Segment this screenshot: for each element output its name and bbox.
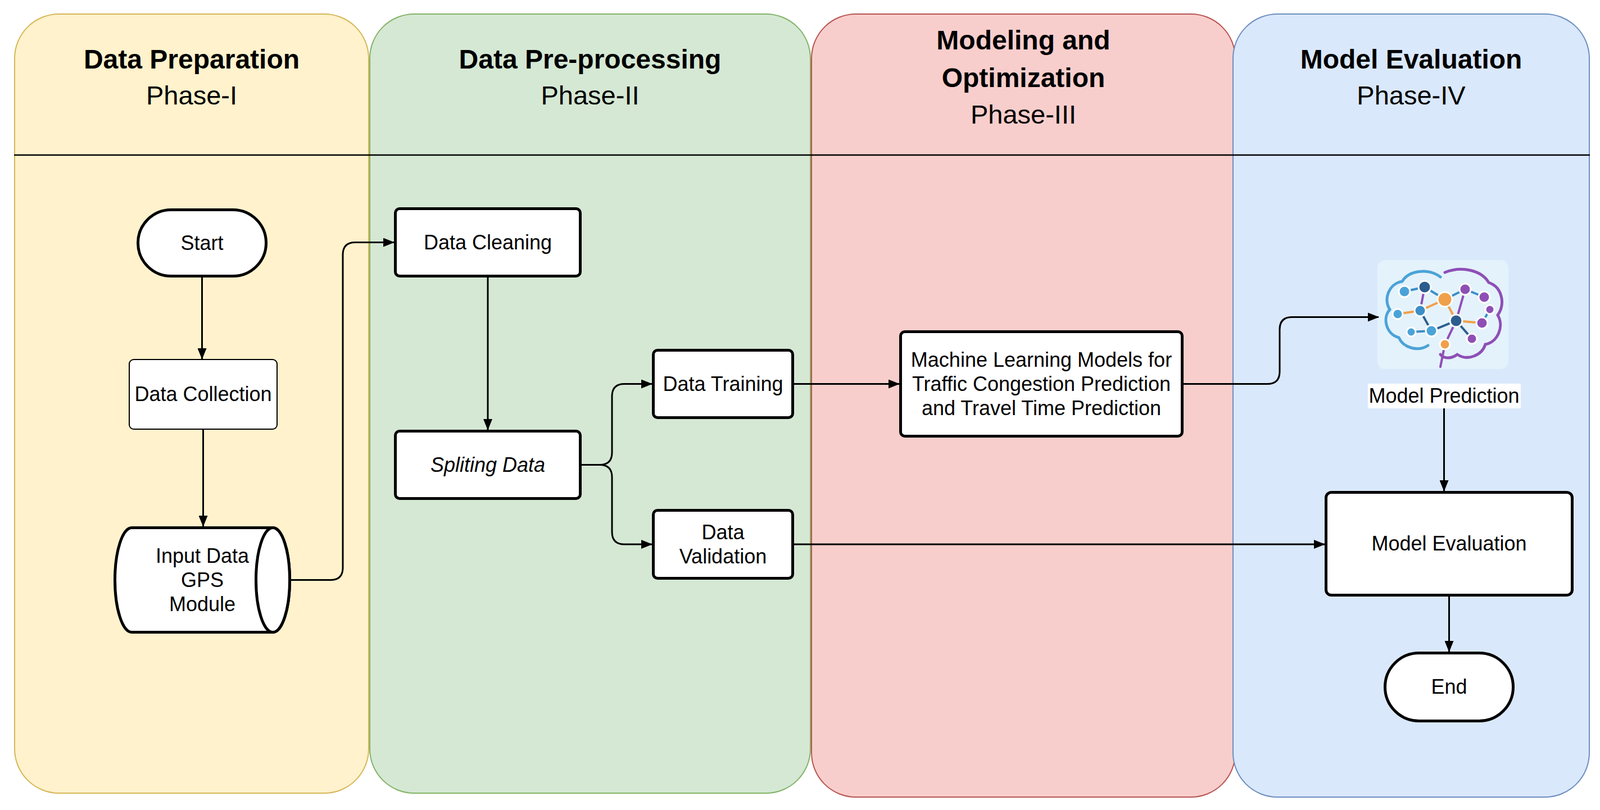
phase-label: Phase-II — [540, 78, 639, 113]
node-label: Start — [180, 230, 224, 256]
node-label: Data Validation — [667, 520, 780, 569]
node-label: Input Data GPS Module — [146, 544, 259, 618]
model-box: Machine Learning Models for Traffic Cong… — [899, 330, 1184, 438]
swimlane: Data PreparationPhase-I StartData Collect… — [14, 13, 370, 795]
start-terminator: Start — [136, 208, 268, 278]
swimlane: Model EvaluationPhase-IVModel Prediction… — [1232, 13, 1590, 799]
data-store-cylinder: Input Data GPS Module — [113, 526, 292, 634]
cylinder-text-area: Input Data GPS Module — [113, 526, 275, 634]
lane-header: Data Pre-processingPhase-II — [370, 14, 810, 139]
lane-header: Modeling and OptimizationPhase-III — [812, 14, 1235, 139]
swimlane: Modeling and OptimizationPhase-III Machin… — [810, 13, 1236, 799]
end-terminator: End — [1383, 651, 1515, 723]
process-box: Data Training — [651, 348, 795, 420]
phase-label: Phase-I — [146, 78, 238, 113]
lane-heading: Model Evaluation — [1300, 40, 1523, 79]
node-label: Machine Learning Models for Traffic Cong… — [904, 347, 1179, 421]
lane-heading: Data Preparation — [83, 40, 300, 79]
lane-header: Data PreparationPhase-I — [15, 14, 369, 139]
process-box: Data Collection — [128, 359, 278, 430]
process-box: Model Evaluation — [1324, 491, 1574, 597]
node-label: Data Collection — [134, 382, 272, 407]
process-box: Data Validation — [651, 509, 795, 580]
node-label: End — [1430, 674, 1467, 700]
lane-heading: Data Pre-processing — [459, 40, 722, 79]
process-box: Spliting Data — [393, 429, 582, 501]
lane-heading: Modeling and Optimization — [888, 21, 1159, 97]
process-box: Data Cleaning — [393, 207, 582, 278]
node-label: Model Evaluation — [1371, 531, 1527, 556]
phase-label: Phase-IV — [1356, 78, 1466, 113]
node-label: Data Training — [662, 372, 783, 397]
prediction-node: Model Prediction — [1378, 261, 1510, 409]
node-label: Spliting Data — [430, 452, 546, 478]
node-label: Data Cleaning — [423, 230, 552, 255]
node-label: Model Prediction — [1367, 383, 1521, 409]
lane-header: Model EvaluationPhase-IV — [1233, 14, 1589, 139]
swimlane: Data Pre-processingPhase-II Data Cleaning… — [369, 13, 811, 795]
phase-label: Phase-III — [970, 97, 1077, 132]
